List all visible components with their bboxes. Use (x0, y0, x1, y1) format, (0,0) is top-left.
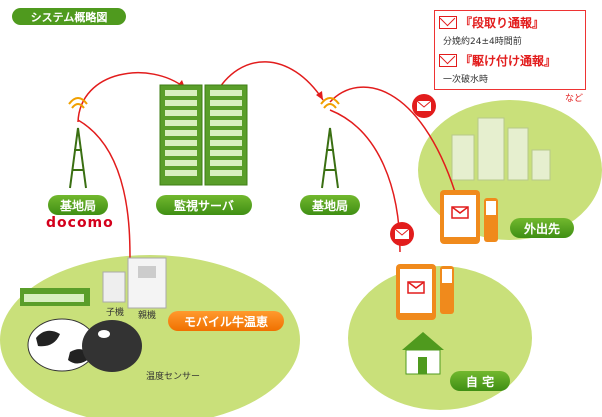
page-title: システム概略図 (12, 8, 126, 25)
antenna-tower-icon (320, 97, 340, 189)
etc-label: など (565, 94, 584, 104)
outside-label: 外出先 (510, 218, 574, 238)
notification-1-title: 『段取り通報』 (460, 16, 545, 30)
base-station-right-label: 基地局 (300, 195, 360, 215)
cow-icon (27, 318, 142, 372)
notification-2-detail: 一次破水時 (443, 75, 489, 85)
mail-icon (390, 222, 414, 246)
child-unit-label: 子機 (106, 308, 125, 318)
home-label: 自 宅 (450, 371, 510, 391)
parent-unit-label: 親機 (138, 311, 157, 321)
product-name-badge: モバイル牛温恵 (168, 311, 284, 331)
smartphone-icon (440, 190, 498, 244)
barn-icon (20, 288, 90, 306)
notification-box: 『段取り通報』 分娩約24±4時間前 『駆け付け通報』 一次破水時 (434, 10, 586, 90)
building-icon (451, 117, 551, 181)
monitor-server-label: 監視サーバ (156, 195, 252, 215)
mail-icon (439, 16, 457, 29)
docomo-logo: docomo (46, 215, 114, 231)
notification-2-title: 『駆け付け通報』 (460, 54, 557, 68)
notification-2: 『駆け付け通報』 (439, 52, 556, 69)
mail-icon (412, 94, 436, 118)
base-station-left-label: 基地局 (48, 195, 108, 215)
notification-1-detail: 分娩約24±4時間前 (443, 37, 522, 47)
server-rack-icon (159, 84, 248, 186)
house-icon (402, 332, 444, 375)
receiver-units (102, 257, 167, 309)
mail-icon (439, 54, 457, 67)
smartphone-icon (396, 264, 454, 320)
antenna-tower-icon (68, 97, 88, 189)
notification-1: 『段取り通報』 (439, 14, 544, 31)
sensor-label: 温度センサー (146, 372, 201, 382)
